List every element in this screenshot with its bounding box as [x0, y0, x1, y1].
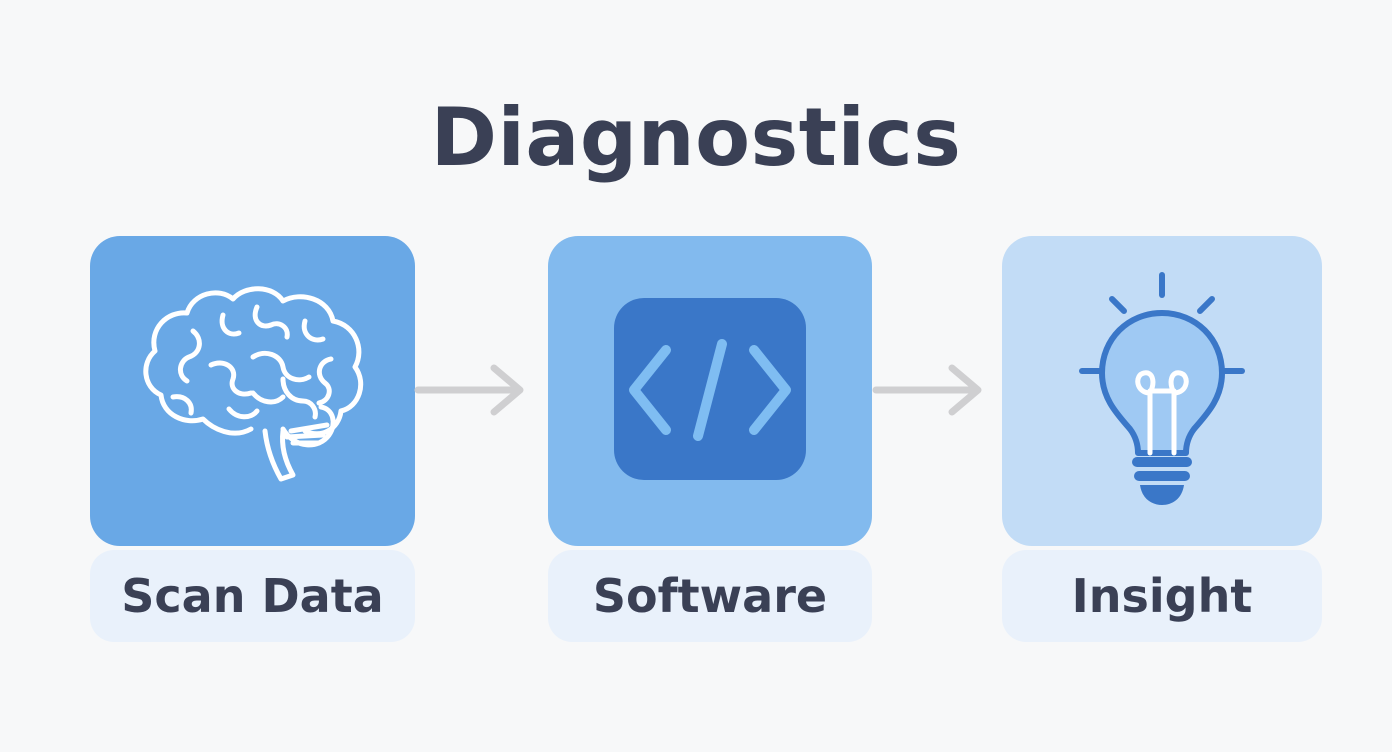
brain-icon [133, 279, 373, 503]
step-label-insight: Insight [1002, 550, 1322, 642]
step-label-text: Insight [1071, 569, 1253, 623]
step-label-scan-data: Scan Data [90, 550, 415, 642]
step-label-software: Software [548, 550, 872, 642]
step-card-insight [1002, 236, 1322, 546]
lightbulb-icon [1052, 269, 1272, 513]
step-card-software [548, 236, 872, 546]
arrow-right-icon [414, 360, 530, 424]
arrow-right-icon [872, 360, 988, 424]
step-label-text: Software [592, 569, 828, 623]
step-card-scan-data [90, 236, 415, 546]
diagram-title: Diagnostics [430, 91, 962, 184]
code-icon [610, 294, 810, 488]
step-label-text: Scan Data [121, 569, 384, 623]
